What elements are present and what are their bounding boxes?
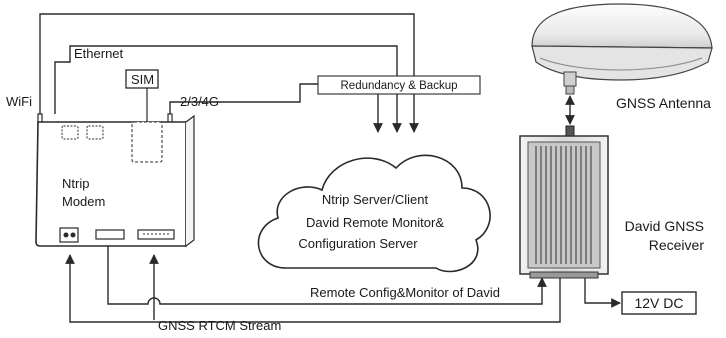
rtcm-stream-label: GNSS RTCM Stream — [158, 318, 281, 333]
modem-label-line1: Ntrip — [62, 176, 89, 191]
power-box — [621, 291, 697, 315]
wifi-label: WiFi — [6, 94, 32, 109]
redundancy-label: Redundancy & Backup — [341, 80, 458, 92]
ethernet-label: Ethernet — [74, 46, 124, 61]
power-link — [584, 274, 621, 308]
receiver-label-line1: David GNSS — [625, 218, 704, 234]
modem-label-line2: Modem — [62, 194, 105, 209]
cloud-label-line3: Configuration Server — [298, 236, 418, 251]
receiver-label-line2: Receiver — [649, 237, 705, 253]
gnss-receiver — [519, 125, 609, 279]
cloud-shape — [257, 154, 491, 273]
ethernet-link — [54, 45, 402, 133]
antenna-label: GNSS Antenna — [616, 95, 711, 111]
power-port — [59, 227, 79, 243]
wifi-link — [39, 13, 419, 133]
ntrip-modem — [35, 113, 195, 247]
cloud-label-line2: David Remote Monitor& — [306, 215, 444, 230]
sim-card — [125, 69, 159, 89]
remote-config-label: Remote Config&Monitor of David — [310, 285, 500, 300]
gnss-antenna — [531, 3, 713, 95]
cloud-label-line1: Ntrip Server/Client — [322, 192, 429, 207]
power-label: 12V DC — [634, 295, 683, 311]
sim-slot — [131, 121, 163, 163]
usb-port — [95, 229, 125, 240]
rtcm-stream-link — [65, 254, 561, 323]
ethernet-port-2 — [86, 125, 104, 140]
redundancy-box — [317, 75, 481, 95]
cellular-label: 2/3/4G — [180, 94, 219, 109]
sim-label: SIM — [131, 72, 154, 87]
ethernet-port-1 — [61, 125, 79, 140]
